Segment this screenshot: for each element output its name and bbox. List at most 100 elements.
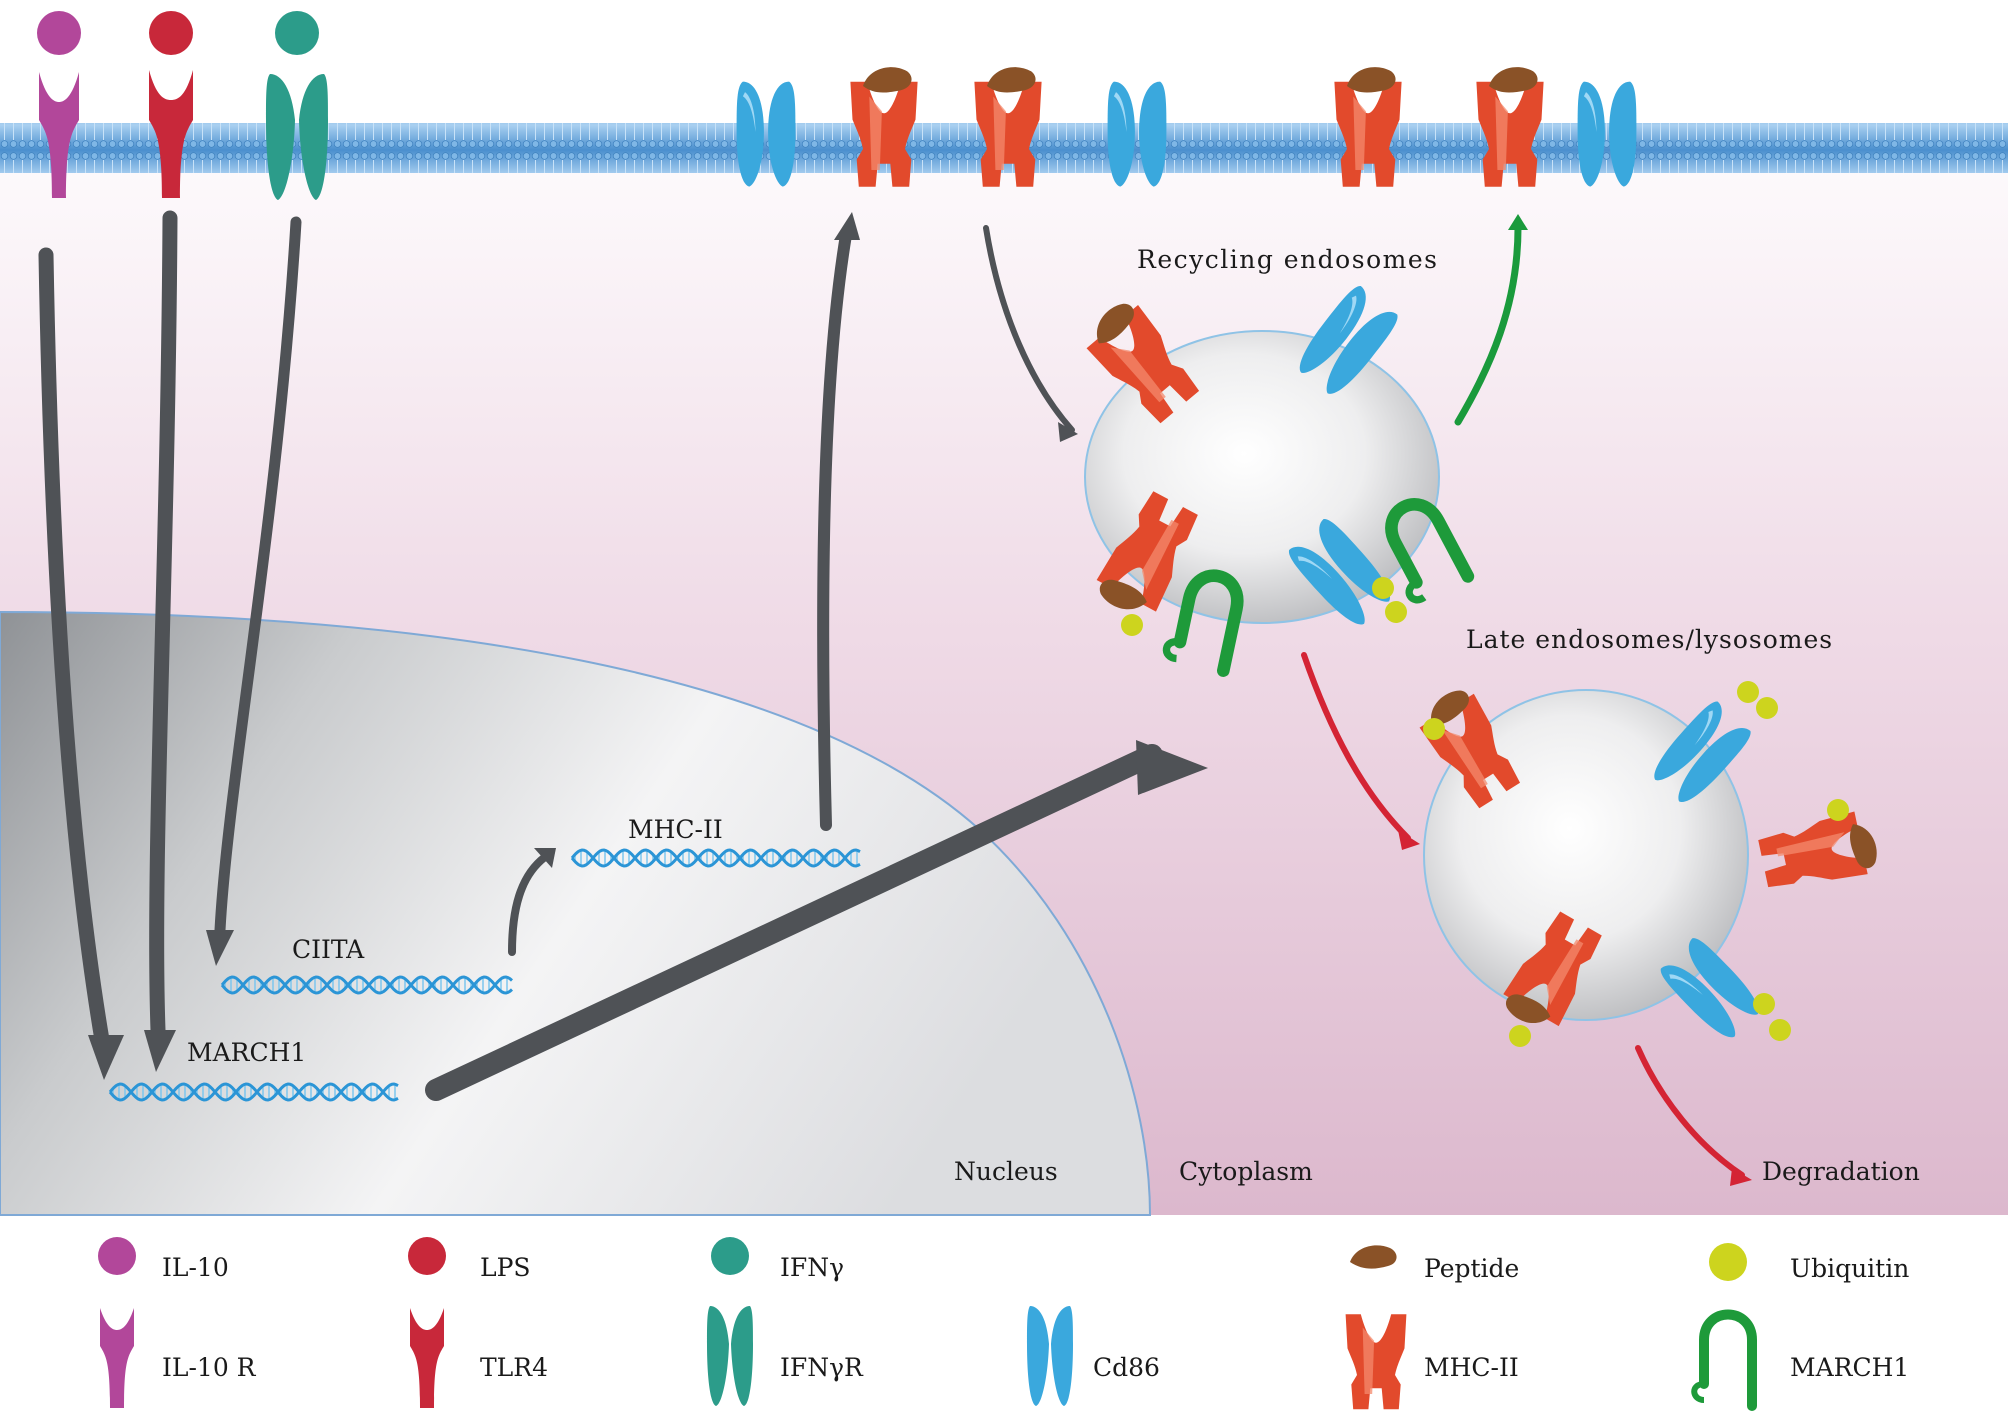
mhc2-highlight [1495,96,1508,170]
endosome-cd86 [1299,286,1398,394]
endocytosis-arrow [983,225,1075,433]
mhc2-highlight [1362,1327,1375,1394]
legend-il10-icon [98,1237,136,1275]
endosome-proteins [1086,286,1877,1047]
endosome-march1 [1162,569,1244,677]
cd86-lobe [1139,81,1167,187]
cd86-lobe [1678,728,1751,802]
ciita-gene-dna [220,975,514,995]
peptide-icon [1097,303,1134,344]
endosome-mhc2-ubiquitinated [1096,491,1198,612]
march1-hook [1173,569,1244,677]
cd86-lobe [1577,81,1605,187]
legend-mhc2-icon [1345,1314,1407,1410]
recycling-arrow [1454,224,1522,426]
surface-cd86 [1577,81,1637,187]
mhc2-highlight [993,96,1006,170]
lysosome-mhc2 [1758,811,1877,888]
lysosome-cd86 [1660,938,1759,1038]
lps-signal-arrow [149,210,178,1038]
march1-gene-dna [108,1082,399,1102]
surface-mhc2 [1476,67,1544,187]
surface-mhc2 [850,67,918,187]
cd86-lobe [1609,81,1637,187]
march1-tail [1405,579,1427,604]
ubiquitin-icon [1769,1019,1791,1041]
dna-strand [220,975,514,995]
ubiquitin-icon [1121,614,1143,636]
legend-il10-label: IL-10 [162,1253,229,1282]
ubiquitin-icon [1509,1025,1531,1047]
ciita-gene-label: CIITA [292,935,365,964]
degradation-label: Degradation [1762,1157,1920,1186]
nucleus-label: Nucleus [954,1157,1058,1186]
surface-cd86 [1107,81,1167,187]
peptide-icon [1506,994,1551,1024]
cd86-lobe [736,81,764,187]
ubiquitin-icon [1753,993,1775,1015]
arrow-head [144,1030,176,1072]
cd86-lobe [1688,938,1759,1015]
legend-ifng-label: IFNγ [780,1253,844,1282]
mhc2-chains [1096,491,1198,612]
mhc2-chains [1476,81,1544,187]
peptide-icon [1431,690,1469,725]
mhc2-highlight [1110,347,1166,403]
ifng-signal-arrow [214,216,302,936]
mhc2-chains [1086,305,1200,424]
degradation-arrow [1635,1045,1745,1178]
legend-march1-tail [1691,1381,1705,1403]
late-endosomes-label: Late endosomes/lysosomes [1466,625,1833,654]
peptide-icon [1850,824,1877,869]
surface-proteins [736,67,1637,187]
ubiquitin-icon [1372,577,1394,599]
cd86-highlight [1694,710,1713,746]
legend-peptide-icon [1350,1245,1397,1269]
legend-lps-icon [408,1237,446,1275]
dna-strand [220,975,514,995]
legend-peptide-label: Peptide [1424,1254,1519,1283]
dna-strand [570,848,861,868]
mhc2-gene-dna [570,848,861,868]
legend-tlr4-label: TLR4 [480,1353,548,1382]
ubiquitin-icon [1737,681,1759,703]
peptide-icon [1099,579,1147,610]
surface-mhc2 [974,67,1042,187]
mhc2-highlight [1776,832,1845,857]
membrane-receptors [37,11,328,200]
mhc2-highlight [1141,519,1179,590]
lysosome-cd86 [1654,701,1751,802]
nucleus-region [0,610,1152,1216]
peptide-icon [863,67,912,93]
endosome-mhc2 [1086,303,1200,424]
legend: IL-10 LPS IFNγ Peptide Ubiquitin IL-10 R… [98,1237,1909,1411]
mhc2-highlight [1353,96,1366,170]
arrow-head [1058,422,1078,442]
legend-lps-label: LPS [480,1253,531,1282]
cd86-highlight [742,92,756,132]
peptide-icon [1347,67,1396,93]
arrow-head [1730,1168,1752,1186]
il10-receptor-icon [39,72,79,198]
arrow-head [834,212,860,240]
legend-ifngr-icon [707,1306,753,1406]
legend-tlr4-icon [410,1308,444,1408]
arrow-heads [88,212,1752,1186]
cytoplasm-label: Cytoplasm [1179,1157,1313,1186]
legend-il10r-label: IL-10 R [162,1353,257,1382]
legend-mhc2-shape [1345,1314,1407,1410]
mhc2-highlight [1442,729,1488,789]
legend-ubiquitin-icon [1709,1243,1747,1281]
legend-il10r-icon [100,1308,134,1408]
cd86-highlight [1669,974,1703,995]
ubiquitin-icon [1385,601,1407,623]
lysosome-mhc2 [1503,911,1602,1027]
cd86-highlight [1583,92,1597,132]
diagram-labels: Recycling endosomes Late endosomes/lysos… [187,245,1920,1186]
il10-ligand-icon [37,11,81,55]
peptide-icon [1489,67,1538,93]
cd86-lobe [1299,286,1366,373]
mhc2-gene-label: MHC-II [628,815,723,844]
lysosome-mhc2 [1419,690,1521,809]
